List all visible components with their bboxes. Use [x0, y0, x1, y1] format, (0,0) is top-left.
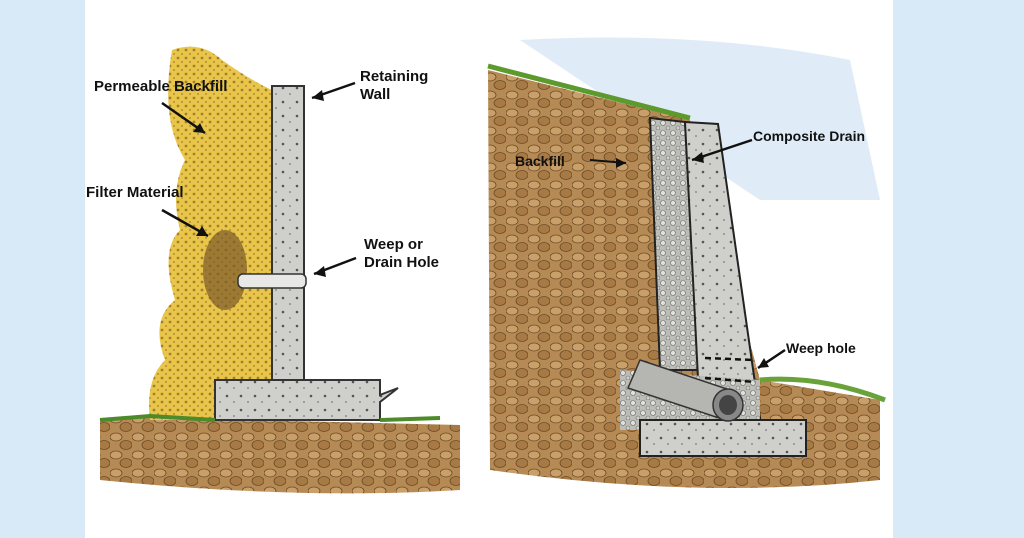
label-permeable-backfill: Permeable Backfill	[94, 78, 228, 95]
wall-footing	[214, 379, 399, 421]
retaining-wall-stem	[271, 85, 305, 381]
label-filter-material: Filter Material	[86, 184, 184, 201]
ground-soil	[100, 415, 460, 494]
perforated-pipe	[626, 359, 744, 422]
label-weep-hole: Weep hole	[786, 340, 856, 356]
label-composite-drain: Composite Drain	[753, 128, 866, 144]
grass	[99, 413, 441, 422]
grass	[487, 63, 691, 121]
label-weep-drain-hole: Weep or Drain Hole	[364, 236, 440, 271]
label-retaining-wall: Retaining Wall	[360, 68, 429, 103]
filter-material	[203, 230, 247, 310]
right-diagram	[487, 37, 886, 488]
drain-pipe	[237, 273, 307, 289]
wall-footing	[639, 419, 807, 457]
sky	[520, 37, 880, 200]
left-diagram	[99, 46, 460, 494]
label-backfill: Backfill	[515, 153, 565, 169]
weep-hole	[704, 356, 756, 384]
